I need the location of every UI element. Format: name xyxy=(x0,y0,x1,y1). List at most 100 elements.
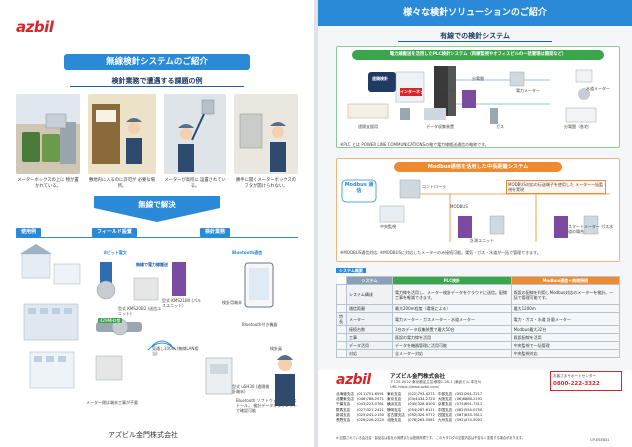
plc-diagram xyxy=(347,66,597,124)
table-cell xyxy=(336,349,347,358)
tablet-illustration xyxy=(244,262,274,308)
table-cell: 中央監視対応 xyxy=(510,349,621,358)
contact-cell: (082)554-0750 xyxy=(455,407,483,412)
table-cell: 最大1200m xyxy=(510,304,621,313)
plc-panel xyxy=(336,46,620,148)
footer-code: CP-ESE831 xyxy=(590,438,610,442)
contact-cell: (052)261-7217 xyxy=(455,392,483,396)
problem-photo-3 xyxy=(164,94,226,174)
table-row: データ活用 データを機器管理に活用可能 中央監視で一括管理 xyxy=(336,341,621,350)
collector-illustration xyxy=(205,357,233,395)
contact-cell: 北関東支店 xyxy=(336,397,354,402)
modbus-label-callout: MODBUS対応の伝送端子を使用した メーター一括監視を実現 xyxy=(506,180,606,194)
contact-cell: 四国支店 xyxy=(437,412,453,417)
table-cell xyxy=(336,304,347,313)
table-cell: 通信距離 xyxy=(346,304,393,313)
contact-cell: 京都支店 xyxy=(437,402,453,407)
plc-label-subpanel: 分電盤（各宅） xyxy=(564,124,592,129)
section-field: フィールド設置 xyxy=(92,228,137,237)
section-usage: 使用例 xyxy=(16,228,42,237)
modbus-footnote: ※MODBUS通信対応: ※MODBUSに対応したメーターのみ接続可能。電気・ガ… xyxy=(340,250,541,255)
locked-box-illustration xyxy=(234,94,298,174)
contact-cell: (027)327-2411 xyxy=(356,407,384,412)
plc-header: 電力線搬送を活用したPLC検針システム（両棟監視やオフィスビルの一括管理は開発な… xyxy=(352,50,604,60)
plc-label-panel: 分電盤 xyxy=(472,76,484,81)
contact-cell: (043)223-0761 xyxy=(356,402,384,407)
table-cell: 接続台数 xyxy=(346,325,393,334)
contact-cell: 中国支店 xyxy=(437,407,453,412)
contact-cell: 北陸支店 xyxy=(386,418,402,423)
page-title: 無線検針システムのご紹介 xyxy=(64,54,250,70)
company-name: アズビル金門株式会社 xyxy=(108,431,178,439)
contact-cell: (052)324-9772 xyxy=(407,412,435,417)
contact-cell: 名古屋支店 xyxy=(386,412,405,417)
table-row: 工事 既設の電力線を活用 既設配線を活用 xyxy=(336,333,621,342)
support-title: お客さまサポートセンター xyxy=(553,374,597,378)
contact-row: 長野支店(026)226-2225 北陸支店(076)263-5561 九州支店… xyxy=(336,418,485,423)
contact-cell: 中部支店 xyxy=(437,392,453,396)
contact-cell: (054)287-6111 xyxy=(407,407,435,412)
label-distance: 見通し100m (無線LAN相当) xyxy=(152,346,199,356)
modbus-label-smart: スマートメーター ガス水道の場合 xyxy=(568,224,614,234)
label-band: 429MHz帯 xyxy=(98,318,123,323)
contact-cell: (048)788-2571 xyxy=(356,397,384,402)
contact-cell: (075)691-7311 xyxy=(455,402,483,407)
contact-row: 新潟支店(025)241-2150 名古屋支店(052)324-9772 四国支… xyxy=(336,413,485,418)
problem-photo-2 xyxy=(88,94,156,174)
plc-label-support: 遠隔支援用 xyxy=(358,124,378,129)
problem-photo-1 xyxy=(16,94,80,174)
table-header-system: システム xyxy=(346,276,393,285)
issues-subtitle: 検針業務で遭遇する課題の例 xyxy=(70,76,244,87)
gate-illustration xyxy=(88,94,156,174)
modbus-label-modbus: MODBUS xyxy=(450,204,468,209)
contact-cell: 長野支店 xyxy=(336,418,351,423)
right-page: 様々な検針ソリューションのご紹介 有線での検針システム 電力線搬送を活用したPL… xyxy=(318,0,632,447)
plc-label-internet: インターネット xyxy=(400,89,428,94)
footer-company: アズビル金門株式会社 xyxy=(390,374,446,380)
table-cell xyxy=(336,333,347,342)
table-cell: データを機器管理に活用可能 xyxy=(392,341,512,350)
problem-caption-4: 勝手に開くメーターボックスの フタが開けられない。 xyxy=(235,178,297,189)
table-cell: 電力線を活用し、メーター検針データをクラウドに送信。配線工事を軽減できます。 xyxy=(392,284,512,305)
solution-arrow xyxy=(94,196,220,222)
modbus-label-central: 中央監視 xyxy=(380,224,396,229)
azbil-logo: azbil xyxy=(16,18,54,36)
table-cell: 工事 xyxy=(346,333,393,342)
table-row: 対応 全メーター対応 中央監視対応 xyxy=(336,349,621,358)
table-cell: Modbus最大32台 xyxy=(510,325,621,334)
table-title: システム概要 xyxy=(336,268,366,273)
table-row: 通信距離 最大200m程度（環境による） 最大1200m xyxy=(336,304,621,313)
gutter xyxy=(314,0,318,447)
table-cell: 既設配線を活用 xyxy=(510,333,621,342)
table-cell: 全メーター対応 xyxy=(392,349,512,358)
modbus-label-comm: Modbus 通信 xyxy=(344,182,374,194)
contact-row: 千葉支店(043)223-0761 横浜支店(045)328-8100 京都支店… xyxy=(336,402,485,407)
contact-cell: (092)474-5001 xyxy=(455,418,483,423)
table-cell: 特長 xyxy=(336,312,347,326)
right-title-bar: 様々な検針ソリューションのご紹介 xyxy=(318,0,632,26)
contact-cell: (045)328-8100 xyxy=(407,402,435,407)
plc-label-remote: 遠隔検針 xyxy=(372,76,388,81)
table-cell: 電力メーター・ガスメーター・水道メーター xyxy=(392,312,512,326)
table-cell: メーター xyxy=(346,312,393,326)
contact-cell: 新潟支店 xyxy=(336,412,351,417)
table-cell xyxy=(336,325,347,334)
contact-row: 群馬支店(027)327-2411 静岡支店(054)287-6111 中国支店… xyxy=(336,408,485,413)
plc-label-water-meter: 水道メーター xyxy=(586,86,610,91)
contact-cell: 群馬支店 xyxy=(336,407,351,412)
contact-cell: (011)751-6591 xyxy=(356,392,384,396)
footer-address: 〒120-0022 東京都足立区柳原1-28-1 (東武ビル 本社5) xyxy=(390,380,482,384)
table-cell: 最大200m程度（環境による） xyxy=(392,304,512,313)
section-rule xyxy=(16,237,298,238)
page-title-text: 無線検針システムのご紹介 xyxy=(106,57,208,67)
table-row: 特長 メーター 電力メーター・ガスメーター・水道メーター 電力・ガス・水道 計量… xyxy=(336,312,621,326)
usage-illustration xyxy=(20,244,81,389)
worker-illustration xyxy=(275,355,295,406)
high-meter-illustration xyxy=(164,94,226,174)
problem-caption-2: 敷地内に入るのに許可が 必要な場所。 xyxy=(89,178,155,189)
contact-cell: 大阪支店 xyxy=(437,397,453,402)
table-cell: 既設の配線を利用しModbus対応のメーターを検針。一括で管理可能です。 xyxy=(510,284,621,305)
contact-row: 北関東支店(048)788-2571 東京支店(03)4434-2720 大阪支… xyxy=(336,397,485,402)
plc-label-gas: ガス xyxy=(496,124,504,129)
modbus-label-controller: コントローラ xyxy=(422,184,446,189)
